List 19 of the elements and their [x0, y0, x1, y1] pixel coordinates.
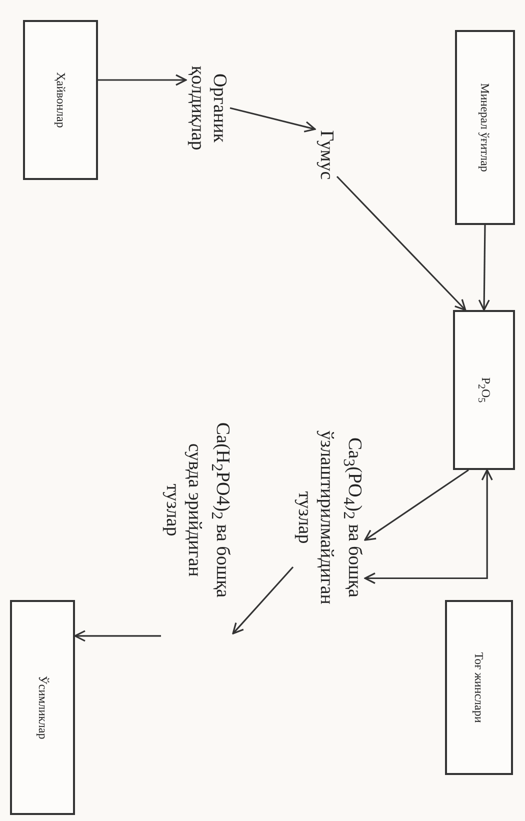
process-box: [23, 20, 98, 180]
process-box: [445, 600, 513, 775]
box-label: Минерал ўғитлар: [478, 83, 492, 172]
arrow: [232, 566, 294, 634]
arrow: [98, 74, 187, 86]
arrow: [336, 176, 466, 311]
text-label: Органик қолдиқлар: [186, 38, 230, 178]
arrow: [74, 630, 161, 642]
process-box: [10, 600, 75, 815]
process-box: [453, 310, 515, 470]
arrow: [364, 469, 469, 541]
box-label: Ўсимликлар: [35, 676, 50, 740]
arrow: [478, 224, 490, 311]
arrow: [364, 469, 493, 584]
box-label: Ҳайвонлар: [53, 72, 68, 128]
box-label: Тоғ жинслари: [472, 652, 486, 723]
arrow: [230, 107, 316, 132]
text-label: Гумус: [315, 112, 337, 198]
process-box: [455, 30, 515, 225]
